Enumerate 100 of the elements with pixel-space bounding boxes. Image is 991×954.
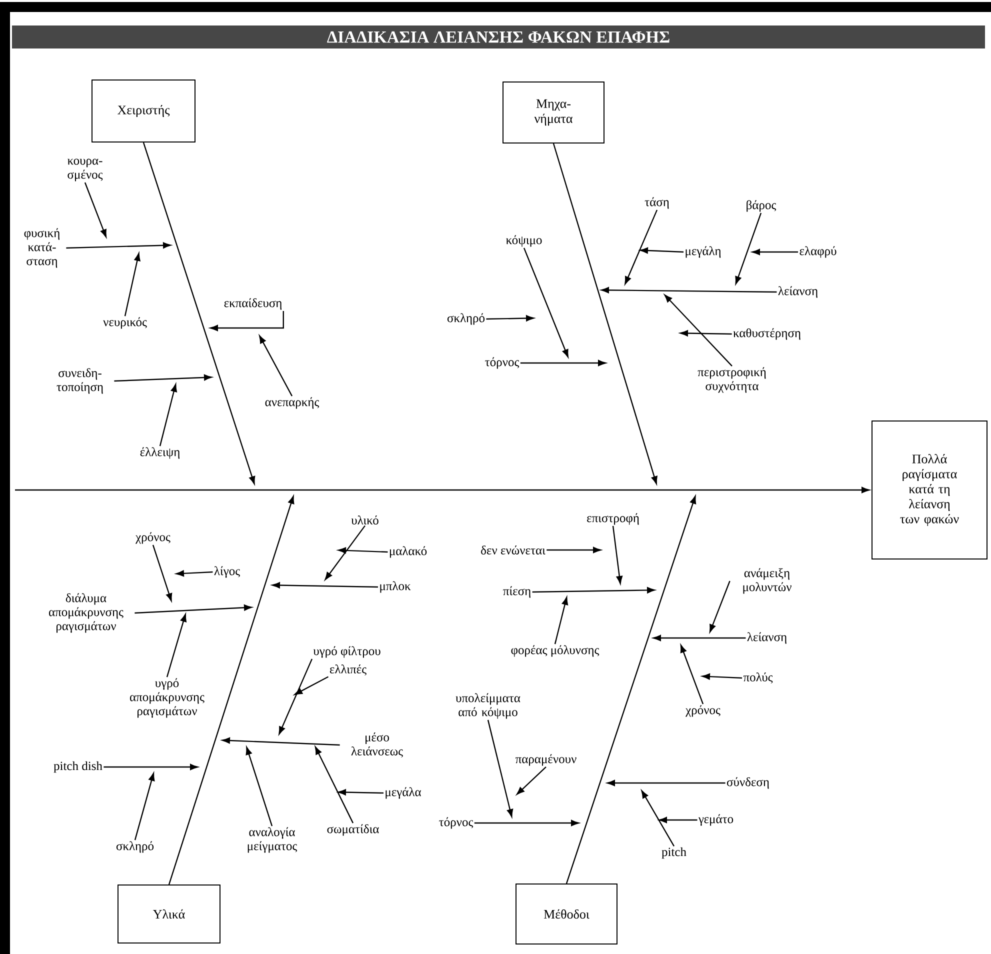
cause-arrow	[680, 330, 732, 336]
category-box: Μηχα- νήματα	[502, 82, 604, 144]
category-box: Μέθοδοι	[516, 884, 618, 944]
cause-arrow	[338, 789, 384, 796]
cause-label: σωματίδια	[327, 824, 379, 836]
cause-label: υπολείμματα από κόψιμο	[456, 693, 520, 719]
cause-label: τόρνος	[485, 357, 520, 369]
cause-label: μπλοκ	[380, 581, 411, 593]
cause-arrow	[324, 525, 366, 580]
cause-label: λείανση	[747, 632, 786, 644]
cause-label: ανεπαρκής	[265, 397, 320, 409]
cause-arrow	[680, 644, 704, 704]
cause-label: καθυστέρηση	[733, 328, 800, 340]
cause-label: χρόνος	[136, 532, 170, 544]
bone-arrow	[142, 142, 256, 484]
cause-label: μαλακό	[390, 546, 427, 558]
cause-label: μέσο λειάνσεως	[351, 732, 403, 758]
cause-arrow	[338, 547, 388, 554]
cause-label: ελαφρύ	[800, 246, 836, 258]
cause-label: μεγάλα	[386, 787, 422, 799]
cause-label: επιστροφή	[587, 513, 639, 525]
cause-arrow	[222, 737, 340, 746]
cause-arrow	[124, 252, 140, 316]
cause-arrow	[752, 248, 798, 256]
spine-arrow	[15, 486, 870, 494]
cause-arrow	[735, 212, 762, 284]
cause-arrow	[546, 546, 601, 554]
cause-arrow	[659, 816, 698, 824]
cause-label: κουρα- σμένος	[68, 158, 103, 182]
cause-arrow	[607, 780, 726, 786]
cause-arrow	[532, 587, 655, 594]
cause-label: φυσική κατά- σταση	[24, 228, 60, 268]
cause-arrow	[152, 544, 172, 602]
cause-arrow	[246, 746, 273, 826]
cause-label: πίεση	[503, 586, 530, 598]
cause-label: αναλογία μείγματος	[248, 827, 298, 853]
cause-label: τάση	[644, 197, 669, 209]
bone-arrow	[552, 143, 658, 484]
cause-arrow	[278, 658, 313, 734]
cause-label: χρόνος	[686, 705, 720, 717]
cause-arrow	[66, 242, 171, 249]
cause-arrow	[624, 210, 658, 284]
cause-label: διάλυμα απομάκρυνσης ραγισμάτων	[49, 593, 124, 633]
cause-arrow	[641, 790, 675, 846]
cause-arrow	[664, 294, 732, 366]
cause-arrow	[520, 360, 606, 366]
cause-label: νευρικός	[103, 317, 147, 329]
cause-arrow	[314, 746, 354, 824]
cause-arrow	[272, 582, 378, 588]
cause-arrow	[104, 764, 198, 770]
cause-label: πολύς	[743, 672, 773, 684]
cause-arrow	[166, 614, 186, 678]
cause-arrow	[176, 570, 213, 576]
cause-arrow	[709, 580, 730, 632]
cause-label: ελλιπές	[330, 664, 366, 676]
cause-label: έλλειψη	[140, 447, 180, 459]
cause-arrow	[554, 596, 568, 644]
cause-label: μεγάλη	[686, 246, 721, 258]
cause-label: λείανση	[778, 286, 818, 298]
category-box: Υλικά	[118, 884, 220, 944]
cause-label: pitch	[662, 847, 686, 859]
cause-label: γεμάτο	[698, 814, 734, 826]
cause-label: σκληρό	[116, 841, 154, 853]
cause-arrow	[294, 676, 329, 695]
cause-label: βάρος	[746, 200, 776, 212]
cause-label: φορέας μόλυνσης	[511, 645, 600, 657]
cause-arrow	[516, 766, 546, 795]
bone-arrow	[168, 496, 294, 885]
bone-arrow	[566, 496, 696, 884]
cause-arrow	[84, 182, 107, 238]
cause-label: συνειδη- τοποίηση	[56, 368, 103, 394]
cause-arrow	[612, 526, 623, 584]
cause-arrow	[210, 310, 284, 332]
cause-label: ανάμειξη μολυντών	[743, 568, 792, 594]
cause-arrow	[702, 673, 742, 680]
cause-label: κόψιμο	[506, 235, 542, 247]
cause-arrow	[523, 248, 568, 358]
cause-label: παραμένουν	[516, 754, 576, 766]
cause-label: εκπαίδευση	[224, 298, 282, 310]
cause-arrow	[487, 720, 514, 818]
cause-arrow	[640, 247, 684, 254]
cause-label: λίγος	[214, 566, 240, 578]
cause-label: δεν ενώνεται	[481, 546, 546, 554]
cause-label: τόρνος	[439, 817, 474, 829]
cause-arrow	[601, 287, 777, 294]
cause-label: pitch dish	[54, 761, 102, 773]
cause-arrow	[159, 384, 177, 446]
cause-label: σκληρό	[447, 313, 485, 325]
cause-arrow	[134, 772, 155, 840]
cause-label: υγρό απομάκρυνσης ραγισμάτων	[130, 678, 204, 718]
cause-arrow	[474, 820, 579, 826]
cause-arrow	[134, 604, 252, 614]
cause-arrow	[486, 315, 534, 322]
title-banner: ΔΙΑΔΙΚΑΣΙΑ ΛΕΙΑΝΣΗΣ ΦΑΚΩΝ ΕΠΑΦΗΣ	[12, 26, 985, 48]
cause-arrow	[653, 634, 746, 642]
cause-label: υλικό	[351, 516, 378, 524]
cause-label: περιστροφική συχνότητα	[698, 367, 766, 393]
cause-label: σύνδεση	[726, 777, 769, 789]
effect-box: Πολλά ραγίσματα κατά τη λείανση των φακών	[872, 420, 988, 560]
cause-arrow	[259, 335, 293, 396]
